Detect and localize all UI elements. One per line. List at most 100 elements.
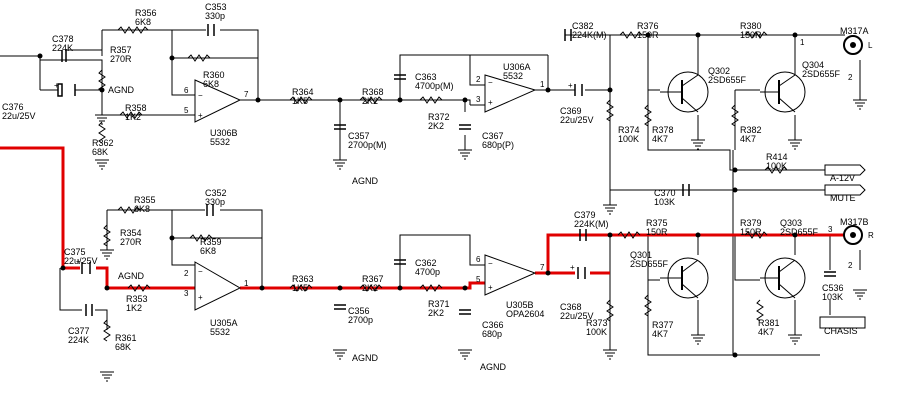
label-r375-0: R375 [646,218,668,228]
label-c356-0: C356 [348,306,370,316]
pin-cp1: + [54,81,59,90]
label-c356-1: 2700p [348,315,373,325]
pin-pD: + [488,283,493,292]
label-c362-0: C362 [415,258,437,268]
label-u305b-1: OPA2604 [506,309,544,319]
label-c376-0: C376 [2,102,24,112]
pin-p5a: 5 [184,106,189,115]
op-amp-u306b [194,79,242,123]
label-agnd4-0: AGND [352,353,379,363]
label-r374-0: R374 [618,125,640,135]
label-r376-1: 150R [637,30,659,40]
label-r364-0: R364 [292,87,314,97]
label-r359-0: R359 [200,237,222,247]
label-u305a-1: 5532 [210,327,230,337]
label-c382-1: 224K(M) [572,30,607,40]
label-r372-0: R372 [428,112,450,122]
label-r353-1: 1K2 [126,303,142,313]
label-r414-1: 100K [766,161,787,171]
label-r358-1: 1K2 [125,112,141,122]
pin-p6b: 6 [476,255,481,264]
label-r362-0: R362 [92,138,114,148]
label-c370-0: C370 [654,188,676,198]
label-c369-1: 22u/25V [560,115,594,125]
label-m317b-0: M317B [840,217,869,227]
op-amp-u306a [484,74,537,113]
label-u306a-1: 5532 [503,71,523,81]
pin-p7a: 7 [244,90,249,99]
label-c363-1: 4700p(M) [415,81,454,91]
label-r354-0: R354 [120,228,142,238]
label-r361-0: R361 [115,333,137,343]
pin-pA: + [198,111,203,120]
label-c376-1: 22u/25V [2,111,36,121]
label-r374-1: 100K [618,134,639,144]
label-m317a-0: M317A [840,26,869,36]
label-r373-1: 100K [586,327,607,337]
label-r378-1: 4K7 [652,134,668,144]
label-c370-1: 103K [654,197,675,207]
label-c352-0: C352 [205,188,227,198]
label-mute-0: MUTE [830,193,856,203]
label-c362-1: 4700p [415,267,440,277]
label-r377-0: R377 [652,320,674,330]
pin-p3b: 3 [184,289,189,298]
label-r379-0: R379 [740,218,762,228]
pin-p1c: 1 [800,38,805,47]
label-r357-0: R357 [110,45,132,55]
pin-mC: − [198,267,203,276]
label-u305a-0: U305A [210,318,238,328]
label-r354-1: 270R [120,237,142,247]
label-r380-1: 150R [740,30,762,40]
label-c352-1: 330p [205,197,225,207]
label-r375-1: 150R [646,227,668,237]
label-r355-1: 6K8 [134,204,150,214]
label-r362-1: 68K [92,147,108,157]
pin-pB: + [488,98,493,107]
label-r380-0: R380 [740,21,762,31]
label-c375-1: 22u/25V [64,256,98,266]
label-a12v-0: A-12V [830,173,855,183]
pin-p6a: 6 [184,86,189,95]
label-r382-1: 4K7 [740,134,756,144]
pin-mD: − [488,259,493,268]
label-r364-1: 1K5 [292,96,308,106]
label-u306a-0: U306A [503,62,531,72]
label-c379-1: 224K(M) [574,219,609,229]
label-r373-0: R373 [586,318,608,328]
capacitors [57,24,836,316]
label-c368-0: C368 [560,302,582,312]
label-c366-1: 680p [482,329,502,339]
label-c353-1: 330p [205,11,225,21]
bottom-channel-wires [59,209,861,356]
label-c377-0: C377 [68,326,90,336]
pin-p2a: 2 [476,75,481,84]
label-c353-0: C353 [205,2,227,12]
label-c378-1: 224K [52,43,73,53]
label-r361-1: 68K [115,342,131,352]
output-jack-l [843,35,863,55]
pin-p2b: 2 [184,269,189,278]
label-q301-0: Q301 [630,250,652,260]
label-r368-0: R368 [362,87,384,97]
label-agnd3-0: AGND [118,271,145,281]
label-c378-0: C378 [52,34,74,44]
label-r414-0: R414 [766,152,788,162]
highlighted-signal-path [0,146,845,290]
pin-pR: R [868,231,874,240]
label-agnd5-0: AGND [480,362,507,372]
pin-p5b: 5 [476,275,481,284]
pin-cp2: + [568,81,573,90]
label-c357-1: 2700p(M) [348,140,387,150]
label-r371-1: 2K2 [428,308,444,318]
pin-pL: L [868,41,873,50]
label-r356-0: R356 [135,8,157,18]
label-c375-0: C375 [64,247,86,257]
pin-pC: + [198,293,203,302]
label-r359-1: 6K8 [200,246,216,256]
label-u306b-1: 5532 [210,137,230,147]
label-r377-1: 4K7 [652,329,668,339]
label-q304-0: Q304 [802,60,824,70]
label-c367-0: C367 [482,131,504,141]
